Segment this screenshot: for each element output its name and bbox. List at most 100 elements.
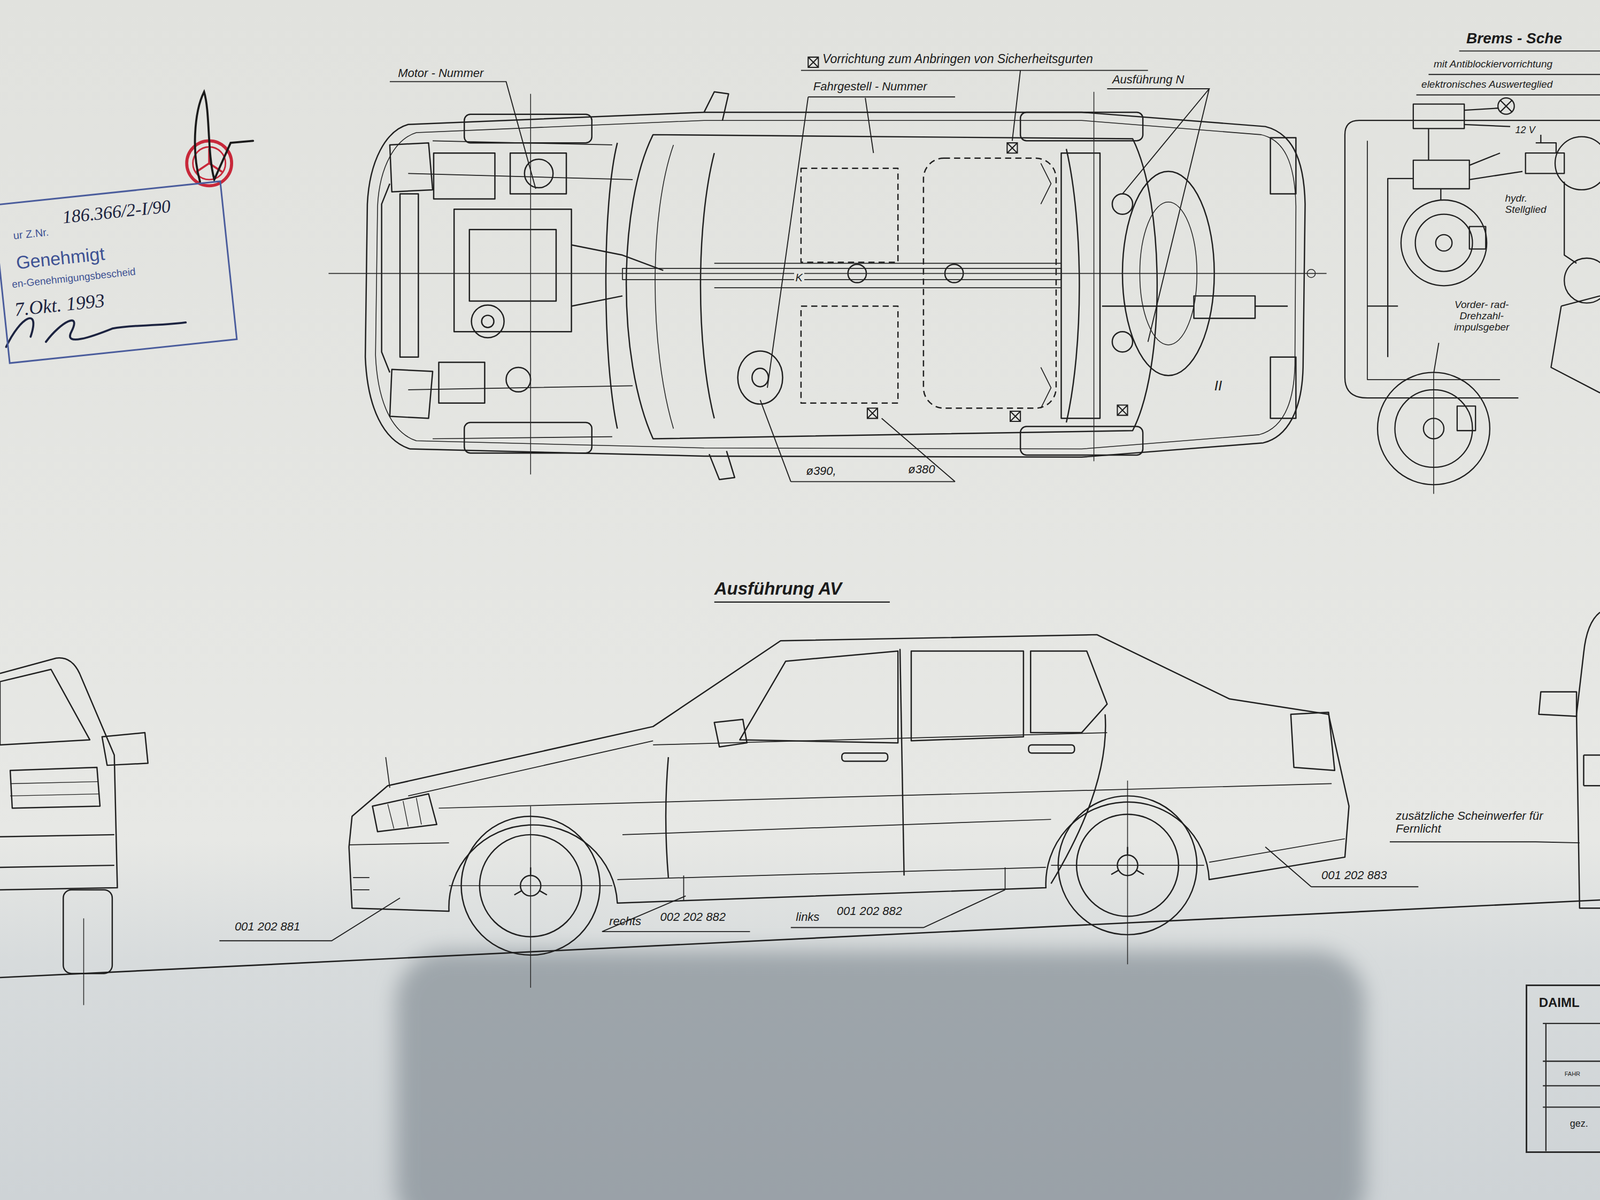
title-block-lines (1542, 1023, 1600, 1152)
car-top-view (655, 144, 674, 429)
car-top-view (510, 152, 567, 194)
car-top-view (469, 229, 557, 302)
car-rear-view (0, 657, 118, 890)
car-side-view (1050, 714, 1106, 884)
brake-schematic (1535, 134, 1557, 153)
brake-schematic (1469, 226, 1487, 250)
car-side-view (900, 649, 905, 876)
approval-stamp: ur Z.Nr.186.366/2-I/90Genehmigten-Genehm… (0, 180, 238, 364)
belt-anchor-symbols (1117, 405, 1128, 416)
car-top-view (709, 450, 735, 480)
car-top-view (571, 244, 664, 306)
leader-lines (219, 50, 1600, 941)
callout-number: 001 202 881 (234, 920, 300, 934)
field-label: gez. (1570, 1118, 1589, 1130)
car-top-view (471, 305, 505, 338)
part-label: Motor - Nummer (397, 66, 484, 80)
handwritten-number: 186.366/2-I/90 (61, 195, 172, 227)
axis-lines (1306, 269, 1315, 278)
car-side-view (1111, 847, 1144, 875)
car-top-view (464, 114, 592, 143)
car-top-view (1270, 137, 1297, 195)
car-top-view (464, 422, 592, 453)
signature-marks (5, 91, 253, 348)
car-side-view (439, 783, 1333, 809)
car-top-view (605, 142, 618, 429)
signal-label: 12 V (1515, 125, 1536, 136)
leader-lines (219, 897, 400, 941)
leader-lines (801, 70, 1149, 142)
car-side-view (911, 650, 1024, 741)
brake-schematic (1469, 152, 1523, 180)
car-top-view (1270, 357, 1297, 419)
car-side-view (349, 634, 1350, 912)
brake-schematic (1550, 295, 1600, 393)
car-top-view (381, 183, 390, 373)
brake-schematic (1564, 181, 1577, 264)
car-top-view (801, 305, 898, 403)
leader-lines (1389, 841, 1580, 843)
side-label: rechts (609, 914, 642, 928)
belt-anchor-symbols (808, 57, 1128, 422)
note-label: zusätzliche Scheinwerfer für Fernlicht (1395, 809, 1551, 836)
car-side-view (460, 816, 600, 956)
car-top-view (714, 263, 1062, 288)
brake-schematic (1464, 108, 1511, 127)
car-top-view (1112, 331, 1133, 352)
axis-lines (83, 918, 85, 1005)
brake-schematic (1435, 234, 1453, 252)
brake-schematic (1401, 200, 1487, 286)
car-side-view (387, 797, 422, 829)
axis-lines (83, 91, 1327, 1006)
car-rear-view (63, 889, 113, 974)
brake-schematic (1367, 140, 1500, 380)
part-label: Fahrgestell - Nummer (813, 80, 928, 94)
car-top-view (1102, 305, 1288, 307)
car-top-view (1194, 295, 1256, 319)
car-side-view (372, 794, 437, 833)
section-heading: Brems - Sche (1466, 30, 1563, 48)
leader-lines (1106, 88, 1210, 342)
photo-shadow (395, 950, 1366, 1200)
car-rear-view (0, 834, 115, 868)
dimension-label: ø390, (805, 464, 836, 478)
car-top-view (365, 112, 1305, 458)
callout-number: 002 202 882 (660, 910, 726, 924)
car-top-view (737, 350, 783, 404)
car-front-view (1539, 612, 1600, 909)
car-side-view (617, 867, 1046, 880)
brake-schematic (1525, 152, 1565, 174)
brake-schematic (1457, 405, 1476, 431)
title-block-lines (1542, 1023, 1600, 1152)
car-side-view (622, 819, 1051, 835)
car-top-view (1066, 149, 1080, 423)
brake-schematic (1344, 97, 1600, 494)
part-label: mit Antiblockiervorrichtung (1433, 58, 1553, 71)
car-top-view (389, 142, 433, 192)
car-side-view (0, 900, 1600, 978)
brake-schematic (1367, 178, 1414, 358)
car-top-view (700, 152, 715, 419)
car-rear-view (0, 669, 90, 745)
car-front-view (1576, 612, 1600, 909)
leader-lines (389, 81, 536, 189)
car-top-view (1020, 112, 1143, 141)
car-side-view (683, 867, 1005, 900)
axis-lines (449, 780, 1205, 988)
car-side-view (349, 842, 450, 890)
car-side-view (1076, 814, 1179, 917)
car-side-view (514, 867, 548, 896)
car-side-view (665, 757, 669, 878)
brake-schematic (1413, 104, 1465, 129)
car-top-view (400, 194, 419, 358)
car-rear-view (10, 781, 99, 797)
car-side-view (1028, 744, 1075, 753)
handwritten-date: 7.Okt. 1993 (13, 289, 106, 321)
brake-schematic (1500, 100, 1513, 113)
car-side-view (1209, 839, 1345, 863)
brake-schematic (1427, 128, 1429, 160)
car-top-view (432, 140, 613, 439)
part-label: elektronisches Auswerteglied (1421, 79, 1553, 91)
